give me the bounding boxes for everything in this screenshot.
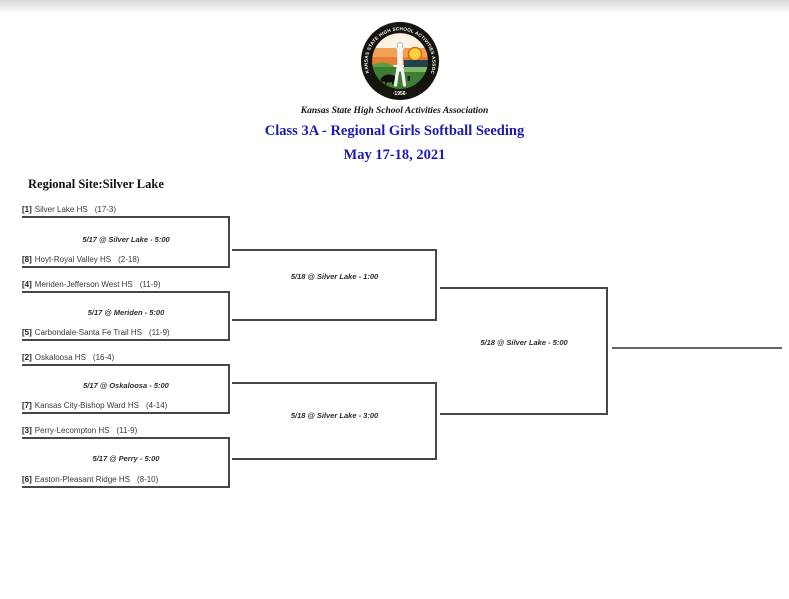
round1-game4-label: 5/17 @ Perry - 5:00 (92, 454, 160, 463)
page-top-fade (0, 0, 789, 14)
team-seed: [6] (22, 475, 32, 484)
team-name: Easton-Pleasant Ridge HS (34, 475, 130, 484)
team-seed: [2] (22, 353, 32, 362)
seal-year-text: ·1956· (393, 91, 408, 97)
association-name: Kansas State High School Activities Asso… (300, 106, 489, 116)
team-record: (17-3) (94, 205, 117, 214)
team-seed: [1] (22, 205, 32, 214)
team-name: Oskaloosa HS (34, 353, 86, 362)
team-record: (11-9) (139, 280, 161, 289)
team-record: (2-18) (118, 255, 140, 264)
final-label: 5/18 @ Silver Lake - 5:00 (480, 338, 568, 347)
team-record: (11-9) (116, 426, 138, 435)
team-slot-seed2: [2]Oskaloosa HS (16-4) (22, 352, 114, 364)
round1-game1-bracket (22, 216, 230, 268)
regional-site-heading: Regional Site:Silver Lake (28, 177, 164, 191)
final-bracket (440, 287, 608, 415)
round1-game1-label: 5/17 @ Silver Lake - 5:00 (82, 235, 170, 244)
champion-line (612, 347, 782, 349)
team-slot-seed5: [5]Carbondale-Santa Fe Trail HS (11-9) (22, 327, 170, 339)
semifinal2-bracket (232, 382, 437, 460)
team-record: (11-9) (148, 328, 170, 337)
team-seed: [4] (22, 280, 32, 289)
team-record: (4-14) (145, 401, 168, 410)
team-slot-seed3: [3]Perry-Lecompton HS (11-9) (22, 425, 137, 437)
team-slot-seed4: [4]Meriden-Jefferson West HS (11-9) (22, 279, 161, 291)
semifinal1-label: 5/18 @ Silver Lake - 1:00 (290, 272, 379, 281)
team-seed: [8] (22, 255, 32, 264)
team-slot-seed8: [8]Hoyt-Royal Valley HS (2-18) (22, 254, 139, 266)
team-slot-seed6: [6]Easton-Pleasant Ridge HS (8-10) (22, 474, 158, 486)
team-name: Hoyt-Royal Valley HS (34, 255, 112, 264)
round1-game2-bracket (22, 291, 230, 341)
bison-icon (382, 74, 396, 83)
event-dates: May 17-18, 2021 (343, 147, 446, 163)
round1-game3-label: 5/17 @ Oskaloosa - 5:00 (83, 381, 169, 390)
team-record: (16-4) (92, 353, 115, 362)
team-seed: [5] (22, 328, 32, 337)
page-title: Class 3A - Regional Girls Softball Seedi… (264, 123, 525, 139)
team-record: (8-10) (136, 475, 159, 484)
semifinal1-bracket (232, 249, 437, 321)
round1-game2-label: 5/17 @ Meriden - 5:00 (87, 308, 165, 317)
team-name: Silver Lake HS (34, 205, 88, 214)
team-seed: [3] (22, 426, 32, 435)
athlete-figure (391, 35, 409, 87)
team-slot-seed7: [7]Kansas City-Bishop Ward HS (4-14) (22, 400, 167, 412)
sun-icon (407, 46, 423, 62)
team-seed: [7] (22, 401, 32, 410)
team-name: Meriden-Jefferson West HS (34, 280, 133, 289)
team-name: Kansas City-Bishop Ward HS (34, 401, 139, 410)
round1-game3-bracket (22, 364, 230, 414)
round1-game4-bracket (22, 437, 230, 488)
small-figure (407, 76, 411, 81)
team-name: Perry-Lecompton HS (34, 426, 110, 435)
team-name: Carbondale-Santa Fe Trail HS (34, 328, 142, 337)
semifinal2-label: 5/18 @ Silver Lake - 3:00 (290, 411, 379, 420)
team-slot-seed1: [1]Silver Lake HS (17-3) (22, 204, 116, 216)
kshsaa-seal-logo: KANSAS STATE HIGH SCHOOL ACTIVITIES ASSO… (360, 21, 439, 100)
